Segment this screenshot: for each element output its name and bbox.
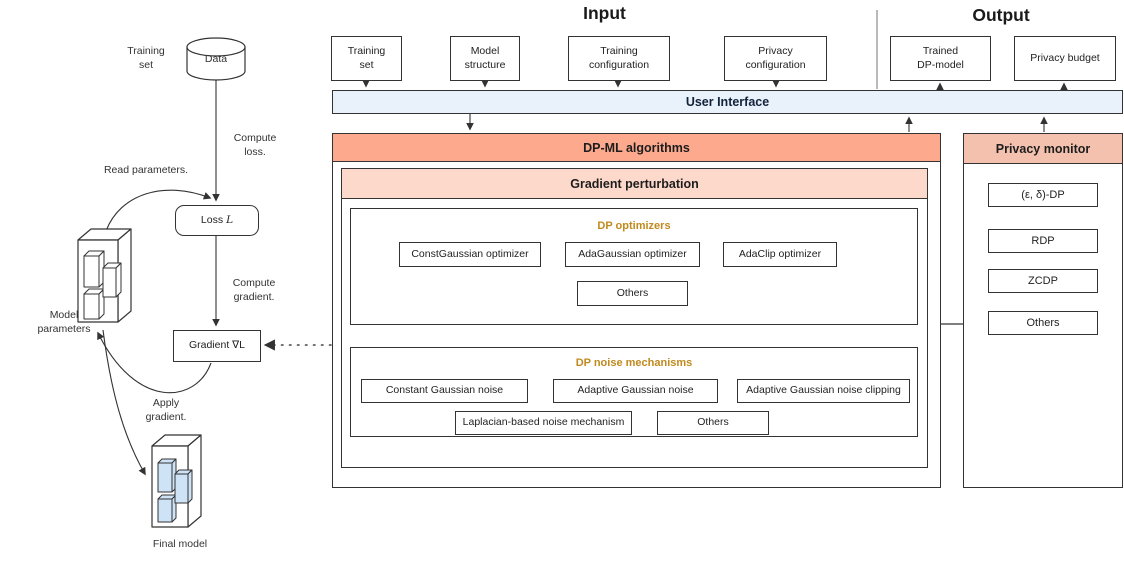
noise-constant-gaussian: Constant Gaussian noise xyxy=(361,379,528,403)
training-set-label: Training set xyxy=(127,45,165,72)
apply-gradient-arrow xyxy=(97,331,212,394)
optimizer-adaclip: AdaClip optimizer xyxy=(723,242,837,267)
gradient-perturbation-header: Gradient perturbation xyxy=(342,169,927,199)
optimizer-others: Others xyxy=(577,281,688,306)
optimizer-adagaussian: AdaGaussian optimizer xyxy=(565,242,700,267)
input-box-training-set: Training set xyxy=(331,36,402,81)
apply-gradient-label: Apply gradient. xyxy=(145,397,187,424)
privacy-metric-others: Others xyxy=(988,311,1098,335)
input-box-model-structure: Model structure xyxy=(450,36,520,81)
final-model-label: Final model xyxy=(152,538,208,550)
compute-loss-label: Compute loss. xyxy=(233,132,277,159)
privacy-monitor-header: Privacy monitor xyxy=(964,134,1122,164)
optimizer-constgaussian: ConstGaussian optimizer xyxy=(399,242,541,267)
privacy-metric-rdp: RDP xyxy=(988,229,1098,253)
input-title: Input xyxy=(583,3,626,23)
read-parameters-arrow xyxy=(105,189,212,232)
final-model-arrow xyxy=(102,329,146,476)
input-box-training-configuration: Training configuration xyxy=(568,36,670,81)
data-cylinder-icon xyxy=(186,37,246,81)
dp-noise-mechanisms-title: DP noise mechanisms xyxy=(575,357,693,369)
privacy-metric-zcdp: ZCDP xyxy=(988,269,1098,293)
loss-word: Loss xyxy=(200,213,224,226)
dpml-algorithms-header: DP-ML algorithms xyxy=(333,134,940,162)
compute-gradient-label: Compute gradient. xyxy=(232,277,276,304)
noise-laplacian-based: Laplacian-based noise mechanism xyxy=(455,411,632,435)
gradient-node: Gradient ∇L xyxy=(173,330,261,362)
output-box-privacy-budget: Privacy budget xyxy=(1014,36,1116,81)
privacy-monitor-panel: Privacy monitor xyxy=(963,133,1123,488)
data-label: Data xyxy=(204,53,228,65)
noise-adaptive-gaussian: Adaptive Gaussian noise xyxy=(553,379,718,403)
model-parameters-icon xyxy=(77,228,132,323)
loss-symbol: L xyxy=(226,213,234,226)
noise-adaptive-gaussian-clipping: Adaptive Gaussian noise clipping xyxy=(737,379,910,403)
read-parameters-label: Read parameters. xyxy=(103,164,189,176)
noise-others: Others xyxy=(657,411,769,435)
user-interface-bar: User Interface xyxy=(332,90,1123,114)
dp-optimizers-title: DP optimizers xyxy=(597,220,671,232)
model-parameters-label: Model parameters xyxy=(37,309,91,336)
dpml-algorithms-panel: DP-ML algorithms xyxy=(332,133,941,488)
output-title: Output xyxy=(972,5,1030,25)
output-box-trained-dp-model: Trained DP-model xyxy=(890,36,991,81)
final-model-icon xyxy=(151,434,202,528)
input-box-privacy-configuration: Privacy configuration xyxy=(724,36,827,81)
privacy-metric-epsilon-delta-dp: (ε, δ)-DP xyxy=(988,183,1098,207)
